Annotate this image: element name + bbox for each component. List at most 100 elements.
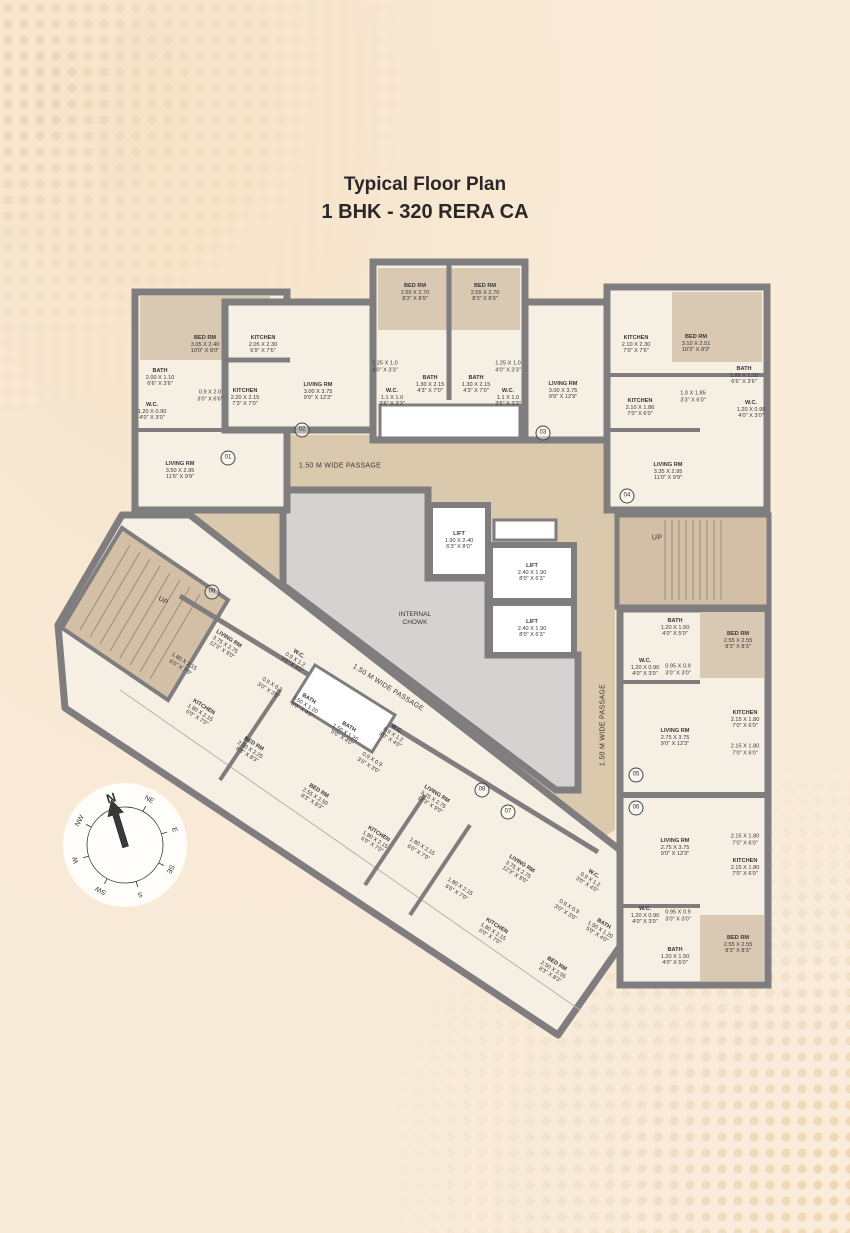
room-name: KITCHEN [732, 710, 758, 717]
room-dimension-imperial: 7'0" X 6'0" [732, 840, 758, 846]
room-dimension-metric: 2.20 X 2.15 [230, 394, 260, 401]
room-dimension-imperial: 4'0" X 3'3" [372, 367, 398, 373]
room-dimension-imperial: 9'0" X 12'3" [660, 851, 690, 858]
flat-number-badge: 01 [220, 450, 236, 466]
room-name: LIVING RM [548, 381, 578, 388]
bedroom-floor [700, 915, 764, 981]
room-dimension-imperial: 4'0" X 3'3" [495, 367, 521, 373]
room-dimension-metric: 2.55 X 2.70 [400, 289, 430, 296]
room-dimension-metric: 3.35 X 2.95 [653, 468, 683, 475]
room-name: BATH [422, 375, 438, 382]
room-dimension-imperial: 8'3" X 8'9" [472, 296, 498, 303]
room-dimension-imperial: 10'0" X 8'0" [190, 348, 220, 355]
staircase-left [59, 525, 231, 703]
room-name: LIVING RM [165, 461, 195, 468]
room-dimension-metric: 2.55 X 2.70 [470, 289, 500, 296]
room-dimension-imperial: 7'0" X 6'0" [627, 411, 653, 418]
room-name: W.C. [385, 388, 399, 395]
room-dimension-metric: 2.15 X 1.80 [730, 864, 760, 871]
lift-shaft [427, 502, 491, 580]
room-dimension-imperial: 7'0" X 7'6" [623, 348, 649, 355]
room-dimension-metric: 3.05 X 2.40 [190, 341, 220, 348]
room-dimension-metric: 2.15 X 1.80 [730, 833, 760, 840]
room-dimension-imperial: 6'6" X 3'6" [147, 381, 173, 388]
room-dimension-metric: 1.25 X 1.0 [372, 360, 398, 367]
room-dimension-metric: 2.55 X 2.55 [723, 637, 753, 644]
flat-number-badge: 03 [535, 425, 551, 441]
compass-tick [161, 831, 168, 835]
room-dimension-metric: 2.05 X 2.30 [248, 341, 278, 348]
room-dimension-metric: 0.9 X 2.0 [198, 389, 222, 396]
compass-tick [158, 862, 165, 867]
room-dimension-imperial: 4'3" X 7'0" [417, 388, 443, 395]
room-name: BED RM [473, 283, 497, 290]
room-dimension-metric: 1.0 X 1.85 [680, 390, 706, 397]
room-dimension-metric: 2.75 X 3.75 [660, 734, 690, 741]
room-dimension-metric: 1.1 X 1.0 [380, 394, 404, 401]
room-dimension-imperial: 4'0" X 3'0" [632, 919, 658, 926]
room-name: W.C. [744, 400, 758, 407]
room-dimension-metric: 1.95 X 1.10 [729, 372, 759, 379]
room-dimension-imperial: 4'0" X 3'0" [139, 415, 165, 422]
room-name: LIVING RM [660, 838, 690, 845]
room-dimension-metric: 2.10 X 1.86 [625, 404, 655, 411]
room-dimension-imperial: 4'0" X 3'0" [738, 413, 764, 420]
room-dimension-imperial: 9'0" X 12'3" [660, 741, 690, 748]
room-dimension-imperial: 4'3" X 7'0" [463, 388, 489, 395]
flat-02-outline [221, 298, 379, 434]
room-name: BED RM [726, 935, 750, 942]
stair-up-label-right: UP [651, 534, 663, 542]
stair-steps-left [79, 544, 201, 680]
room-dimension-imperial: 8'3" X 8'3" [725, 948, 751, 955]
compass-ring [82, 799, 168, 888]
room-name: BATH [736, 366, 752, 373]
room-dimension-imperial: 3'6" X 3'3" [495, 401, 521, 408]
room-dimension-imperial: 7'0" X 6'0" [732, 871, 758, 878]
room-name: BATH [468, 375, 484, 382]
room-dimension-imperial: 4'0" X 3'0" [632, 671, 658, 678]
room-dimension-metric: 1.30 X 2.15 [415, 381, 445, 388]
room-name: W.C. [638, 906, 652, 913]
room-dimension-imperial: 4'0" X 5'0" [662, 960, 688, 967]
chowk-label-line2: CHOWK [402, 619, 428, 626]
flat-number-badge: 05 [628, 767, 644, 783]
room-dimension-metric: 1.20 X 1.50 [660, 624, 690, 631]
room-name: W.C. [638, 658, 652, 665]
room-dimension-imperial: 7'0" X 6'0" [732, 723, 758, 730]
room-dimension-metric: 2.55 X 2.55 [723, 941, 753, 948]
room-dimension-metric: 1.1 X 1.0 [496, 394, 520, 401]
room-name: BATH [667, 947, 683, 954]
duct [492, 518, 558, 542]
room-name: LIVING RM [653, 462, 683, 469]
room-name: KITCHEN [623, 335, 649, 342]
room-dimension-metric: 0.95 X 0.9 [665, 663, 691, 670]
lift-shaft [487, 600, 577, 658]
passage-label-top: 1.50 M WIDE PASSAGE [298, 462, 382, 470]
light-shaft [289, 662, 398, 755]
lift-shaft [487, 542, 577, 604]
room-dimension-imperial: 7'0" X 6'0" [732, 750, 758, 756]
room-dimension-metric: 2.00 X 1.10 [145, 374, 175, 381]
flat-number-badge: 04 [619, 488, 635, 504]
room-name: BATH [667, 618, 683, 625]
